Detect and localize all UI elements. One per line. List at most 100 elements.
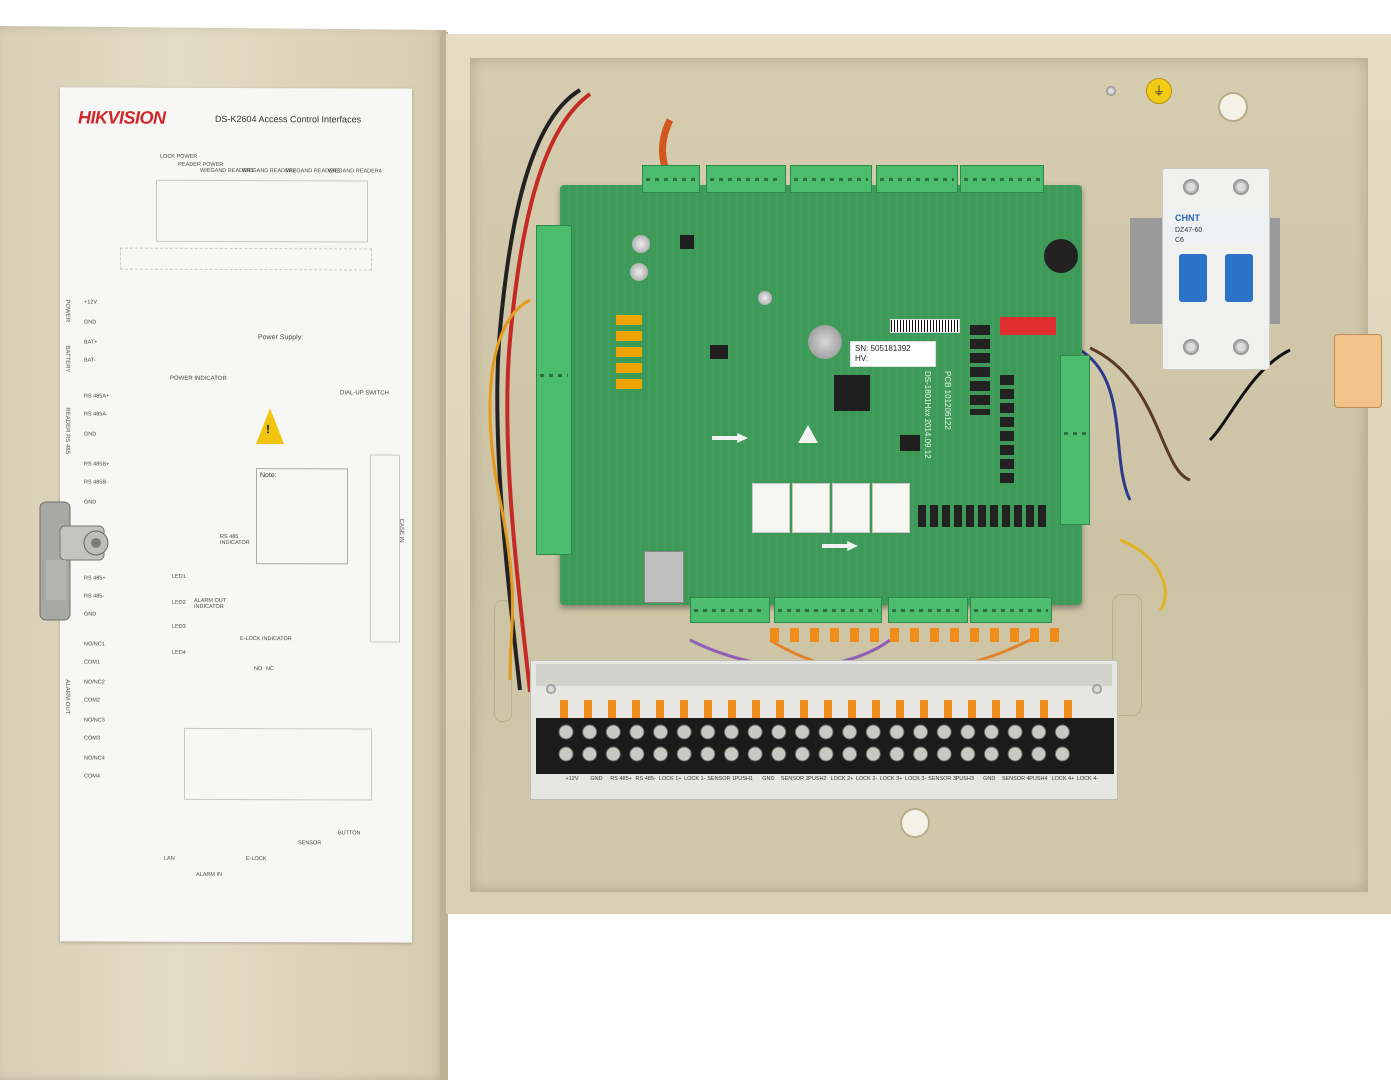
wiring <box>488 88 1291 693</box>
terminal-screw[interactable] <box>747 746 763 762</box>
ground-symbol-icon: ⏚ <box>1146 78 1172 104</box>
terminal-screw[interactable] <box>653 746 669 762</box>
terminal-screw[interactable] <box>771 724 787 740</box>
terminal-block-top-1[interactable] <box>642 165 700 193</box>
screw-icon <box>1233 179 1249 195</box>
terminal-block-bottom-3[interactable] <box>888 597 968 623</box>
dip-switch[interactable] <box>1000 317 1056 335</box>
terminal-screw[interactable] <box>913 746 929 762</box>
terminal-block-top-3[interactable] <box>790 165 872 193</box>
terminal-screw[interactable] <box>936 724 952 740</box>
terminal-screw[interactable] <box>794 746 810 762</box>
terminal-screw[interactable] <box>865 724 881 740</box>
terminal-block-left[interactable] <box>536 225 572 555</box>
side-label-battery: BATTERY <box>64 345 70 373</box>
terminal-screw[interactable] <box>676 746 692 762</box>
circuit-breaker[interactable]: CHNT DZ47-60 C6 <box>1162 168 1270 370</box>
terminal-screw[interactable] <box>629 746 645 762</box>
terminal-screw[interactable] <box>558 746 574 762</box>
no-label: NO <box>254 666 263 673</box>
terminal-screw[interactable] <box>582 746 598 762</box>
terminal-block-top-4[interactable] <box>876 165 958 193</box>
terminal-screw[interactable] <box>582 724 598 740</box>
terminal-screw[interactable] <box>936 746 952 762</box>
terminal-screw[interactable] <box>1054 746 1070 762</box>
terminal-screw[interactable] <box>605 746 621 762</box>
sheet-terminal-label: +12V <box>84 299 97 306</box>
terminal-label: LOCK 3- <box>904 776 927 782</box>
terminal-screw[interactable] <box>723 746 739 762</box>
wire-ferrules <box>770 628 1060 642</box>
terminal-screw[interactable] <box>771 746 787 762</box>
terminal-screw[interactable] <box>1031 746 1047 762</box>
terminal-screw[interactable] <box>653 724 669 740</box>
ethernet-port[interactable] <box>644 551 684 603</box>
terminal-screw[interactable] <box>983 724 999 740</box>
terminal-screw[interactable] <box>1054 724 1070 740</box>
terminal-screw[interactable] <box>1007 746 1023 762</box>
terminal-block-bottom-4[interactable] <box>970 597 1052 623</box>
terminal-screw[interactable] <box>889 746 905 762</box>
terminal-screw[interactable] <box>1007 724 1023 740</box>
rs485-indicator-label: RS 485 INDICATOR <box>220 533 250 547</box>
terminal-screw[interactable] <box>983 746 999 762</box>
terminal-screw[interactable] <box>629 724 645 740</box>
terminal-screw[interactable] <box>605 724 621 740</box>
terminal-screw[interactable] <box>842 724 858 740</box>
breaker-switch-2[interactable] <box>1225 254 1253 302</box>
breaker-model: DZ47-60 <box>1175 227 1203 234</box>
terminal-label: SENSOR 1 <box>707 776 736 782</box>
terminal-screw[interactable] <box>1031 724 1047 740</box>
terminal-block-top-2[interactable] <box>706 165 786 193</box>
coin-battery <box>808 325 842 359</box>
terminal-block-right[interactable] <box>1060 355 1090 525</box>
chip-array <box>970 325 990 415</box>
breaker-switch-1[interactable] <box>1179 254 1207 302</box>
led2-label: LED2 <box>172 599 186 606</box>
sheet-terminal-label: COM3 <box>84 735 100 742</box>
sheet-terminal-label: NO/NC4 <box>84 755 105 762</box>
relay-4 <box>872 483 910 533</box>
terminal-screw[interactable] <box>700 746 716 762</box>
terminal-screw[interactable] <box>747 724 763 740</box>
strip-wire-ferrules <box>560 700 1080 718</box>
terminal-label: RS 485+ <box>610 776 632 782</box>
sheet-terminal-label: RS 485B+ <box>84 461 110 468</box>
terminal-screw[interactable] <box>960 746 976 762</box>
terminal-label: LOCK 4- <box>1076 776 1099 782</box>
barcode-sticker <box>890 319 960 333</box>
terminal-screw[interactable] <box>865 746 881 762</box>
sheet-terminal-label: RS 485B- <box>84 479 108 486</box>
terminal-screw[interactable] <box>818 746 834 762</box>
capacitor <box>632 235 650 253</box>
power-inlet[interactable] <box>1334 334 1382 408</box>
terminal-label: GND <box>762 776 775 782</box>
terminal-label: +12V <box>565 776 579 782</box>
sheet-terminal-label: COM1 <box>84 659 100 666</box>
bottom-terminal-outline <box>184 727 372 801</box>
terminal-screw[interactable] <box>676 724 692 740</box>
terminal-screw[interactable] <box>723 724 739 740</box>
terminal-screw[interactable] <box>889 724 905 740</box>
terminal-block-bottom-2[interactable] <box>774 597 882 623</box>
top-terminal-outline <box>156 179 368 243</box>
terminal-screw[interactable] <box>842 746 858 762</box>
door-lock[interactable] <box>36 496 110 626</box>
terminal-block-top-5[interactable] <box>960 165 1044 193</box>
terminal-block-bottom-1[interactable] <box>690 597 770 623</box>
note-box: Note: <box>256 468 348 565</box>
terminal-screw[interactable] <box>960 724 976 740</box>
terminal-screw[interactable] <box>700 724 716 740</box>
chip <box>900 435 920 451</box>
sheet-terminal-label: NO/NC1 <box>84 641 105 648</box>
terminal-screw[interactable] <box>913 724 929 740</box>
terminal-strip-cover <box>536 664 1112 686</box>
terminal-screw[interactable] <box>558 724 574 740</box>
elock-label: E-LOCK <box>246 856 267 863</box>
terminal-label: LOCK 3+ <box>879 776 903 782</box>
terminal-screw[interactable] <box>818 724 834 740</box>
terminal-screw[interactable] <box>794 724 810 740</box>
terminal-label: PUSH3 <box>955 776 974 782</box>
breaker-rating: C6 <box>1175 237 1184 244</box>
chip-array <box>1000 375 1014 485</box>
